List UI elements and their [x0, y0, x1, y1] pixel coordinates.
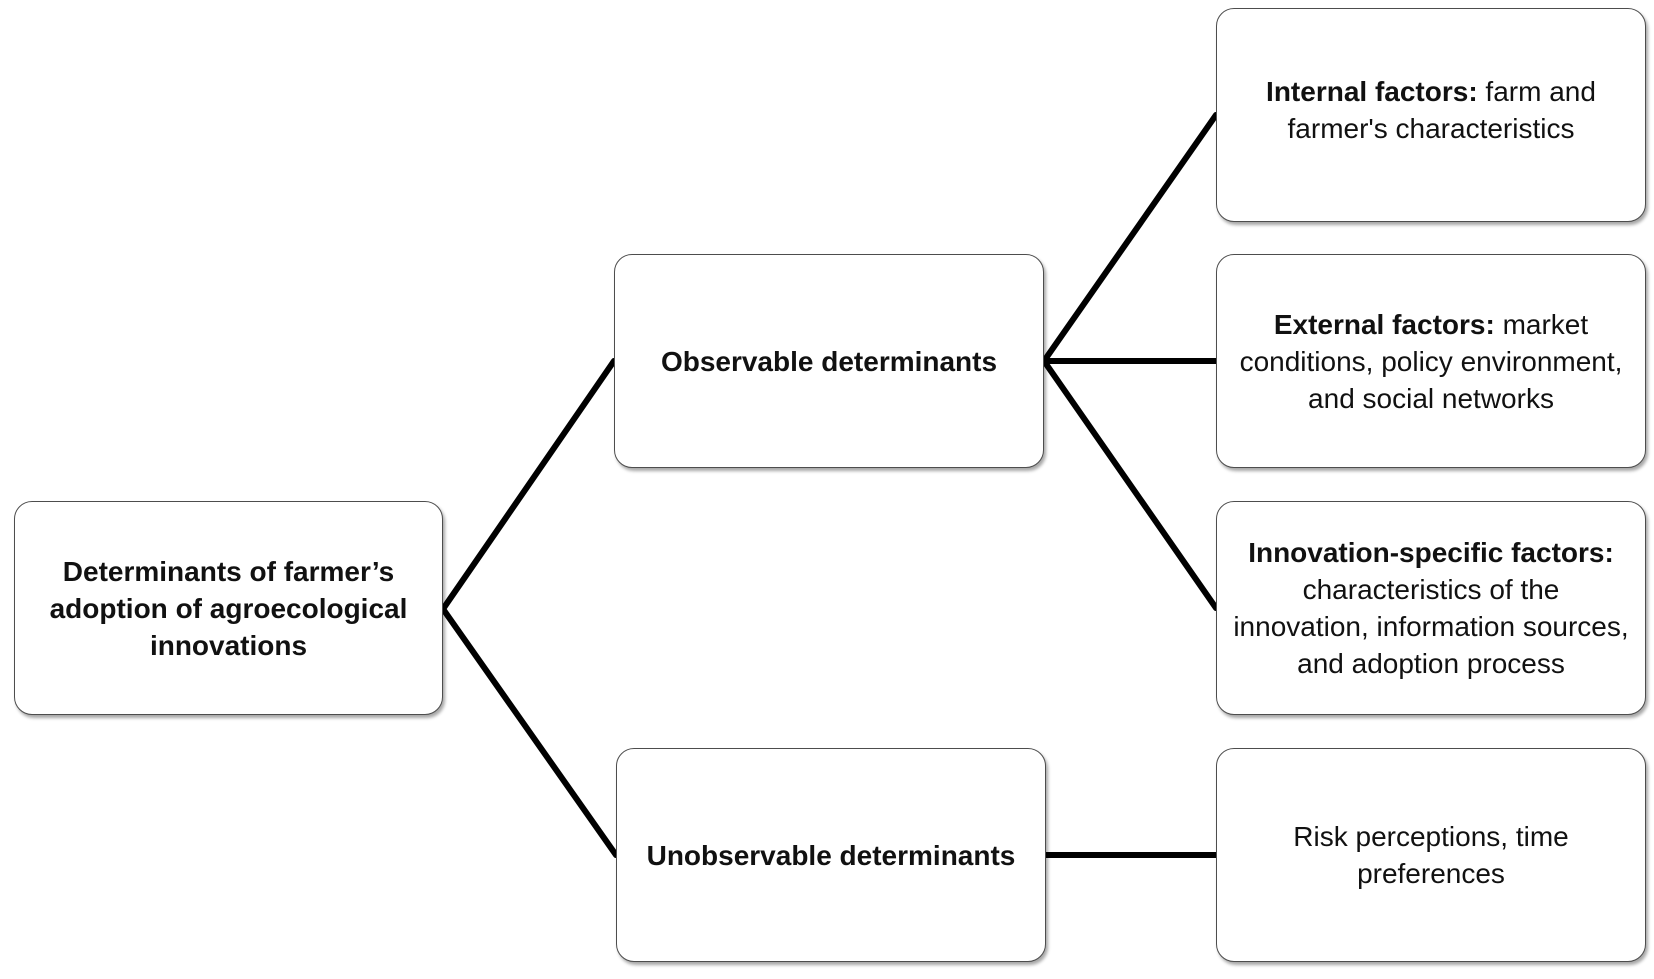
connector-observable-to-innovation [1041, 358, 1219, 611]
internal-factors-text: farm and farmer's characteristics [1287, 76, 1596, 144]
external-factors-heading: External factors: [1273, 308, 1495, 340]
observable-determinants-label: Observable determinants [660, 345, 998, 377]
connector-observable-to-internal [1041, 112, 1219, 364]
risk-time-preferences-label: Risk perceptions, time preferences [1293, 821, 1569, 889]
unobservable-determinants-node: Unobservable determinants [616, 748, 1046, 962]
innovation-specific-factors-content: Innovation-specific factors: characteris… [1233, 534, 1629, 682]
external-factors-content: External factors: market conditions, pol… [1233, 306, 1629, 417]
unobservable-determinants-label: Unobservable determinants [646, 839, 1016, 871]
internal-factors-node: Internal factors: farm and farmer's char… [1216, 8, 1646, 222]
innovation-specific-factors-node: Innovation-specific factors: characteris… [1216, 501, 1646, 715]
connector-root-to-unobservable [440, 606, 619, 858]
risk-time-preferences-node: Risk perceptions, time preferences [1216, 748, 1646, 962]
root-node-label: Determinants of farmer’s adoption of agr… [49, 555, 408, 661]
observable-determinants-node: Observable determinants [614, 254, 1044, 468]
internal-factors-heading: Internal factors: [1266, 76, 1478, 107]
innovation-specific-factors-heading: Innovation-specific factors: [1248, 537, 1614, 568]
external-factors-node: External factors: market conditions, pol… [1216, 254, 1646, 468]
connector-root-to-observable [440, 358, 617, 612]
external-factors-text: market conditions, policy environment, a… [1239, 308, 1623, 414]
root-node: Determinants of farmer’s adoption of agr… [14, 501, 443, 715]
internal-factors-content: Internal factors: farm and farmer's char… [1233, 73, 1629, 147]
innovation-specific-factors-text: characteristics of the innovation, infor… [1233, 574, 1629, 679]
